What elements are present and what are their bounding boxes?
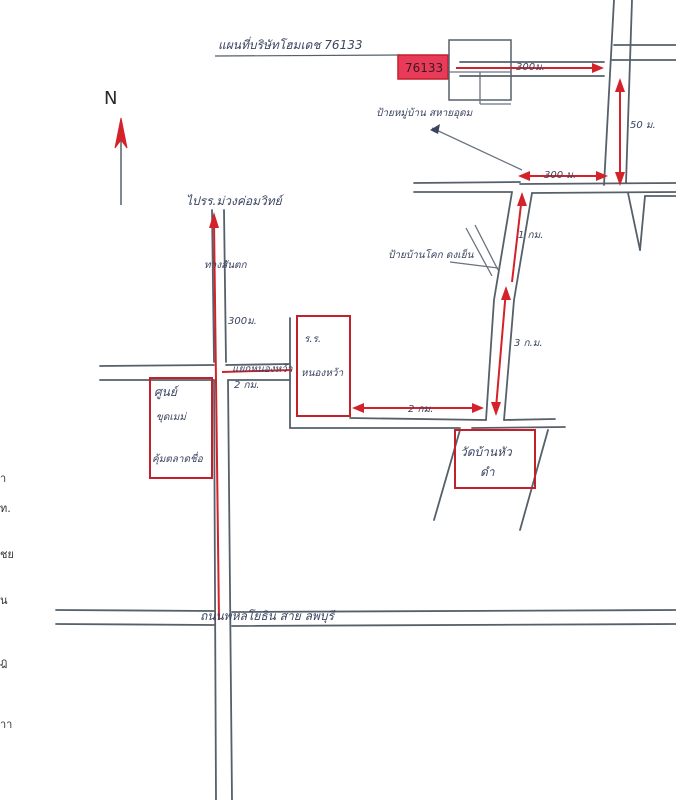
margin-char-1: า: [0, 472, 6, 485]
center-line1: ศูนย์: [154, 385, 180, 400]
arrow-right-icon: [472, 403, 484, 413]
label-dist-2km-left: 2 กม.: [234, 380, 259, 391]
margin-char-5: ฎ: [0, 656, 7, 669]
temple-line1: วัดบ้านหัว: [460, 445, 513, 459]
label-road-name: ทางสันตก: [204, 260, 248, 271]
temple-line2: ดำ: [480, 465, 496, 479]
label-highway: ถนนพหลโยธิน สาย ลพบุรี: [200, 609, 336, 624]
arrow-up-left-icon: [209, 212, 219, 228]
label-dist-300-left: 300ม.: [228, 316, 257, 327]
north-label: N: [104, 88, 117, 109]
label-bus-stop-post: ป้ายบ้านโคก ดงเย็น: [388, 248, 475, 261]
label-bus-stop-village: ป้ายหมู่บ้าน สหายอุดม: [376, 107, 474, 119]
label-to-school: ไปรร.ม่วงค่อมวิทย์: [186, 194, 285, 208]
label-school-junction: แยกหนองหว้า: [232, 363, 293, 375]
school-line2: หนองหว้า: [301, 367, 344, 379]
north-arrow-icon: [114, 117, 128, 149]
map-title: แผนที่บริษัทโฮมเดช 76133: [218, 36, 362, 52]
margin-char-2: ท.: [0, 502, 11, 515]
highlight-code: 76133: [405, 61, 443, 75]
center-line3: คุ้มตลาดชื่อ: [152, 451, 204, 465]
arrow-left-icon: [352, 403, 364, 413]
title-underline: [214, 54, 401, 57]
school-line1: ร.ร.: [304, 334, 321, 345]
label-dist-300-right: 300 ม.: [544, 170, 576, 181]
label-dist-50: 50 ม.: [630, 120, 656, 131]
arrow-up-diag-icon: [501, 286, 511, 300]
temple-box: [454, 429, 536, 489]
arrow-down-icon: [491, 402, 501, 416]
center-line2: ขุดเมม่: [156, 412, 188, 423]
label-dist-1km: 1 กม.: [518, 230, 543, 241]
center-box: [149, 377, 213, 479]
school-box: [296, 315, 351, 417]
margin-char-3: ชย: [0, 548, 14, 561]
margin-char-4: น: [0, 594, 8, 607]
margin-char-6: าา: [0, 718, 12, 731]
highlight-code-box: [397, 54, 449, 80]
label-dist-300-top: 300ม.: [516, 62, 545, 73]
label-dist-3km: 3 ก.ม.: [514, 338, 543, 349]
label-dist-2km: 2 กม.: [408, 404, 433, 415]
